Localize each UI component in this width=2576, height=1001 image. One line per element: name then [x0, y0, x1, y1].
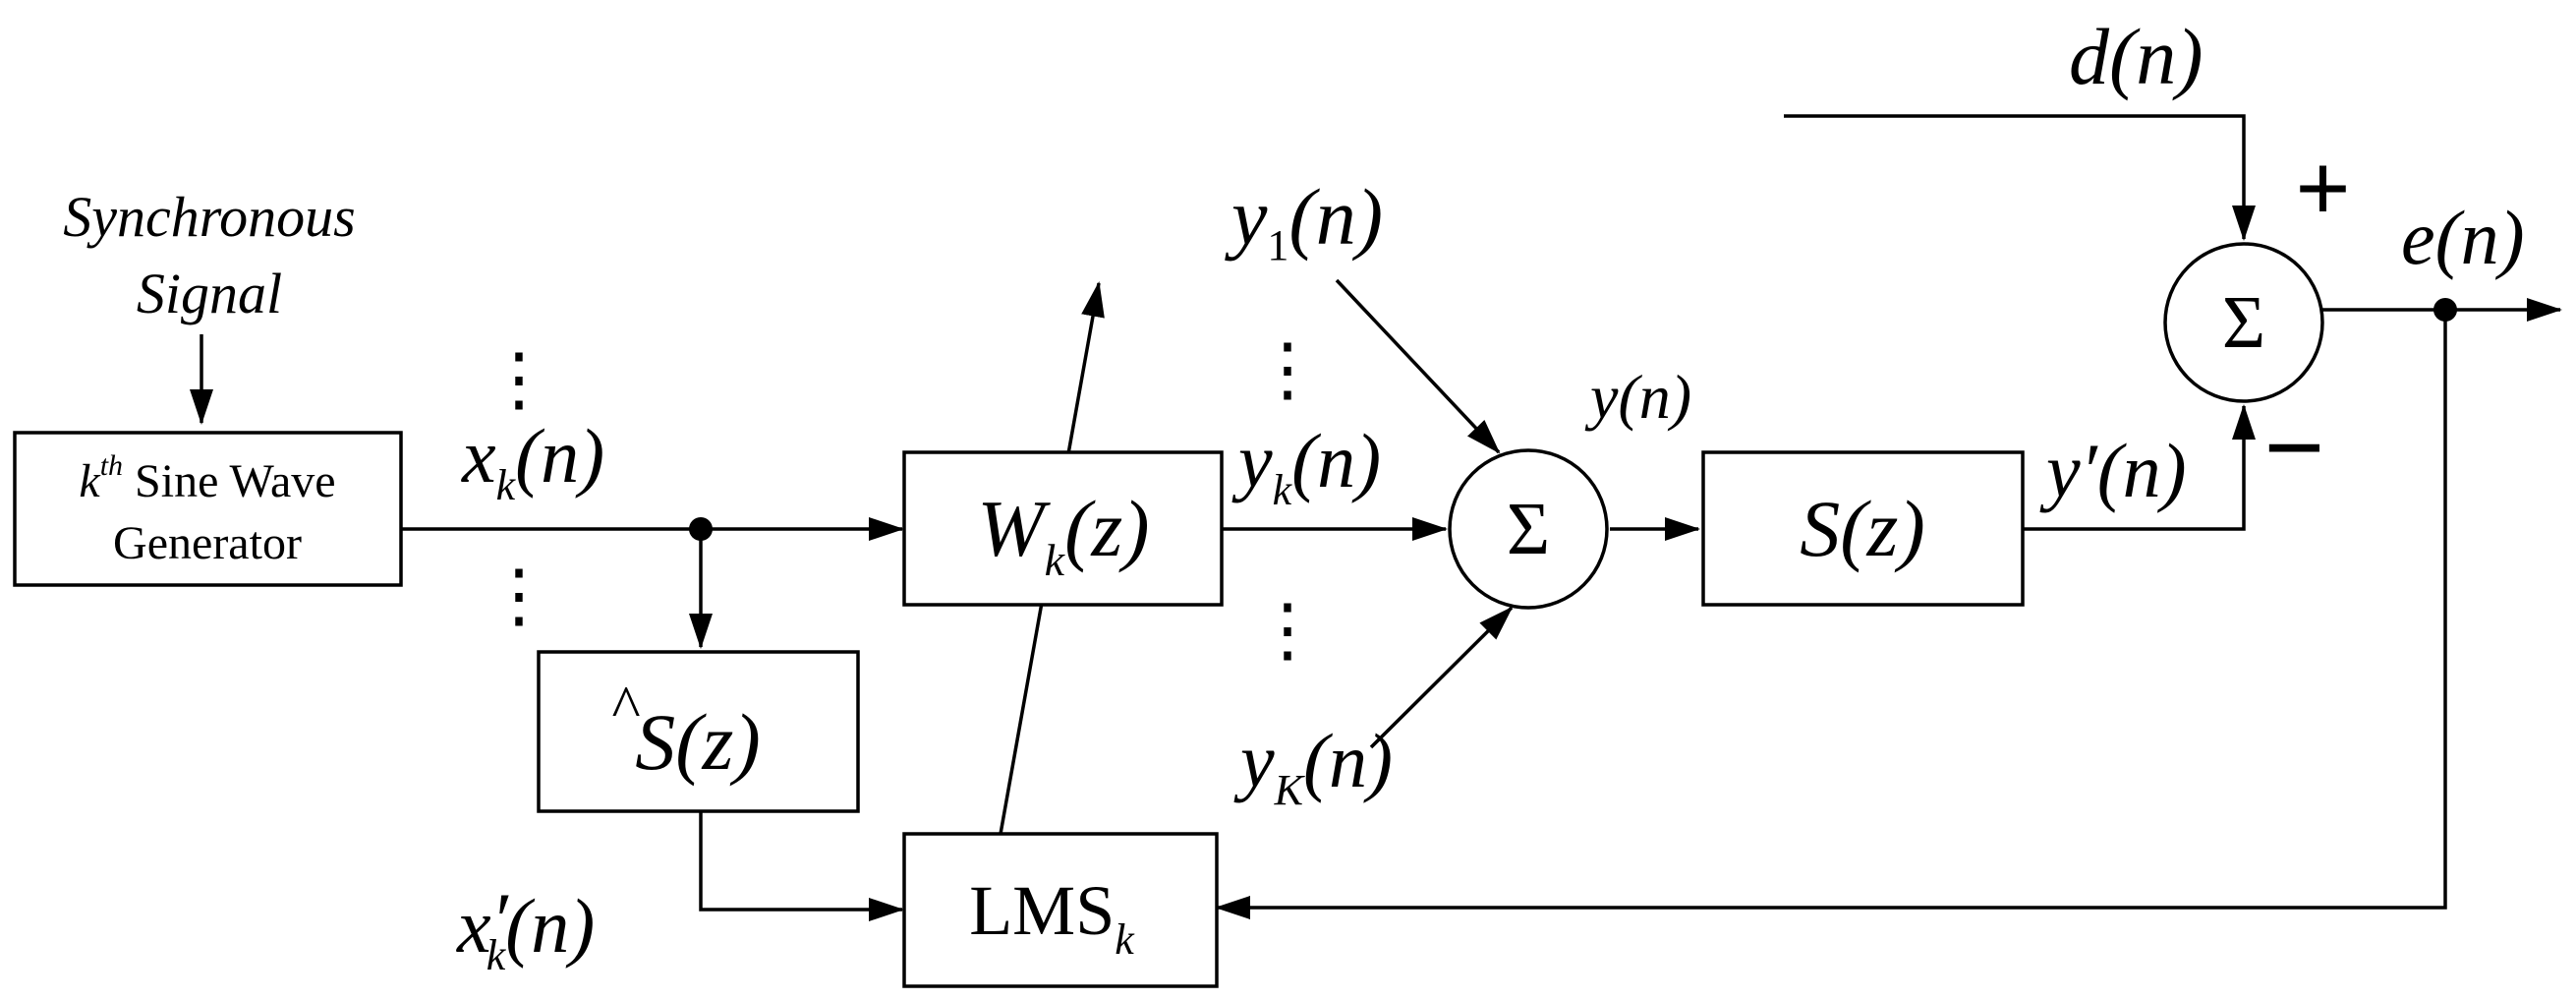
minus-sign: − [2263, 387, 2325, 507]
gen-rest: Sine Wave [123, 455, 336, 507]
lms-box [902, 832, 1219, 988]
gen-th: th [100, 449, 123, 482]
sync-signal-label-1: Synchronous [63, 185, 355, 249]
yn-arg: (n) [1618, 362, 1691, 432]
shat-label: S(z) [635, 697, 761, 787]
en-base: e [2401, 195, 2435, 280]
yprime-base: y [2039, 428, 2081, 513]
yprime-prime: ′ [2081, 428, 2099, 513]
xk-arg: (n) [515, 413, 604, 499]
s-base: S [1800, 484, 1840, 573]
dn-label: d(n) [2069, 12, 2204, 101]
vdots-xk-top: ⋮ [484, 340, 554, 419]
yk-sub: k [1273, 466, 1293, 514]
lms-sub: k [1115, 915, 1135, 964]
generator-label-line2: Generator [113, 517, 302, 569]
yK-base: y [1233, 718, 1275, 803]
en-arg: (n) [2435, 195, 2525, 280]
lms-label: LMSk [969, 871, 1135, 964]
xkp-sub: k [487, 931, 507, 979]
wire-shat-to-lms [699, 811, 904, 921]
yprime-arg: (n) [2097, 428, 2187, 513]
vdots-y-top: ⋮ [1252, 330, 1323, 409]
wire-s-to-errsum [2023, 404, 2256, 531]
junction-dot-xk [689, 517, 713, 541]
y1-sub: 1 [1267, 221, 1288, 269]
yK-arg: (n) [1303, 718, 1393, 803]
sync-signal-label-2: Signal [137, 262, 282, 325]
generator-label-line1: kth Sine Wave [79, 449, 335, 507]
junction-dot-en [2433, 298, 2457, 322]
xk-label: xk(n) [461, 413, 604, 509]
wk-arg: (z) [1064, 484, 1150, 573]
s-label: S(z) [1800, 484, 1925, 573]
s-arg: (z) [1840, 484, 1925, 573]
wire-yK-to-sum [1369, 606, 1514, 749]
xk-sub: k [496, 461, 517, 509]
yk-base: y [1231, 418, 1273, 503]
wire-dn-to-errsum [1784, 114, 2256, 241]
yn-label: y(n) [1584, 362, 1691, 432]
shat-hat: ^ [611, 675, 640, 741]
vdots-y-bottom: ⋮ [1252, 591, 1323, 670]
sum-junction-error [2163, 242, 2324, 403]
sum-junction-main [1448, 448, 1609, 610]
y1-base: y [1225, 172, 1268, 262]
shat-box [537, 650, 860, 813]
dn-base: d [2069, 12, 2110, 101]
yK-label: yK(n) [1233, 718, 1393, 814]
yk-label: yk(n) [1231, 418, 1381, 514]
yk-arg: (n) [1291, 418, 1381, 503]
wk-label: Wk(z) [977, 484, 1149, 585]
xkp-label: x′k(n) [456, 877, 595, 979]
wk-base: W [977, 484, 1051, 573]
dn-arg: (n) [2109, 12, 2204, 101]
xkp-base: x [456, 883, 491, 969]
sum-symbol-main: Σ [1507, 488, 1550, 570]
yK-sub: K [1274, 766, 1306, 814]
sine-generator-box [13, 431, 403, 587]
gen-k: k [79, 455, 101, 507]
xkp-arg: (n) [505, 883, 595, 969]
y1-label: y1(n) [1225, 172, 1383, 269]
yprime-label: y′(n) [2039, 428, 2187, 513]
yn-base: y [1584, 362, 1619, 432]
xk-base: x [461, 413, 496, 499]
wk-sub: k [1045, 535, 1066, 585]
wk-box [902, 450, 1224, 607]
wire-en-feedback [1215, 310, 2447, 919]
shat-S: S [635, 697, 675, 787]
wire-y1-to-sum [1335, 278, 1501, 454]
y1-arg: (n) [1288, 172, 1383, 262]
plus-sign: + [2295, 134, 2351, 243]
lms-base: LMS [969, 871, 1115, 950]
en-label: e(n) [2401, 195, 2525, 280]
sum-symbol-error: Σ [2222, 281, 2265, 364]
xkp-prime: ′ [491, 877, 510, 963]
s-box [1701, 450, 2025, 607]
vdots-xk-bottom: ⋮ [484, 557, 554, 635]
shat-arg: (z) [675, 697, 761, 787]
